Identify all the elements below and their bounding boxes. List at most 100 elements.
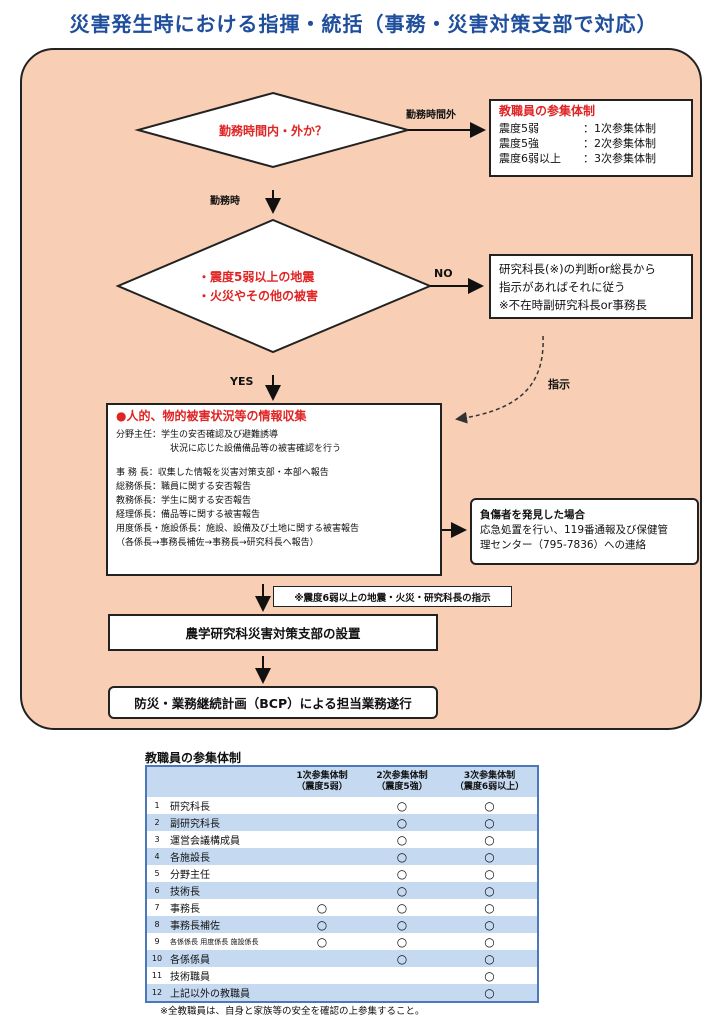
setup-box: 農学研究科災害対策支部の設置	[108, 614, 438, 651]
table-row-level1	[282, 967, 362, 984]
table-row-level3: ○	[484, 900, 495, 915]
diamond-working-hours-text: 勤務時間内・外か？	[218, 124, 327, 138]
table-header-line: 2次参集体制	[376, 771, 428, 781]
table-row-name: 事務長	[170, 904, 200, 915]
diamond-damage-text: ・震度5弱以上の地震 ・火災やその他の被害	[198, 268, 358, 306]
table-row-level3: ○	[484, 934, 495, 949]
note-box: ※震度6弱以上の地震・火災・研究科長の指示	[273, 586, 512, 607]
table-header-cell: 3次参集体制（震度6弱以上）	[442, 767, 537, 797]
table-row-level2	[362, 967, 442, 984]
table-row-number: 7	[154, 903, 160, 912]
diamond-damage-line: ・震度5弱以上の地震	[198, 270, 315, 284]
table-row-level3: ○	[484, 866, 495, 881]
table-row-name: 運営会議構成員	[170, 836, 240, 847]
table-row-level2: ○	[396, 832, 408, 847]
table-row-level2	[362, 984, 442, 1001]
table-row-name: 各施設長	[167, 848, 282, 865]
table-row-number: 8	[147, 916, 167, 933]
judgment-line: ※不在時副研究科長or事務長	[499, 298, 647, 312]
table-row-number: 10	[147, 950, 167, 967]
label-instruction: 指示	[548, 378, 570, 391]
info-line: 事 務 長：収集した情報を災害対策支部・本部へ報告	[116, 468, 329, 478]
injured-heading: 負傷者を発見した場合	[480, 509, 585, 521]
table-row-number: 2	[147, 814, 167, 831]
attendance-table: 1次参集体制（震度5弱） 2次参集体制（震度5強） 3次参集体制（震度6弱以上）…	[147, 767, 537, 1001]
staff-system: ：3次参集体制	[583, 152, 656, 165]
table-row-number: 12	[147, 984, 167, 1001]
staff-system: ：1次参集体制	[583, 122, 656, 135]
table-header-line: （震度6弱以上）	[454, 782, 525, 792]
table-row-level3: ○	[442, 984, 537, 1001]
table-row-name: 各係係長 用度係長 施設係長	[170, 937, 259, 946]
table-header-line: （震度5弱）	[296, 782, 348, 792]
judgment-line: 研究科長(※)の判断or総長から	[499, 262, 656, 276]
label-during-hours: 勤務時	[210, 196, 240, 207]
diamond-working-hours	[134, 91, 412, 169]
info-line: 教務係長：学生に関する安否報告	[116, 496, 252, 506]
table-row-level3: ○	[484, 968, 495, 983]
info-line: 分野主任：学生の安否確認及び避難誘導	[116, 430, 279, 440]
page-title: 災害発生時における指揮・統括（事務・災害対策支部で対応）	[69, 12, 658, 36]
diamond-damage-line: ・火災やその他の被害	[198, 289, 319, 303]
staff-level: 震度5強	[499, 137, 539, 150]
table-header-cell: 1次参集体制（震度5弱）	[282, 767, 362, 797]
table-row-level1	[282, 848, 362, 865]
table-row-level2: ○	[362, 950, 442, 967]
table-row-name: 副研究科長	[167, 814, 282, 831]
injured-line: 理センター（795-7836）への連絡	[480, 539, 647, 551]
staff-attendance-row: 震度6弱以上 ：3次参集体制	[499, 151, 683, 166]
judgment-box: 研究科長(※)の判断or総長から 指示があればそれに従う ※不在時副研究科長or…	[489, 254, 693, 319]
table-header-line: 3次参集体制	[463, 771, 516, 781]
table-row-level2: ○	[396, 934, 408, 949]
staff-level: 震度6弱以上	[499, 152, 561, 165]
diamond-damage-check	[115, 218, 433, 354]
staff-system: ：2次参集体制	[583, 137, 656, 150]
table-row-level1: ○	[282, 916, 362, 933]
judgment-line: 指示があればそれに従う	[499, 280, 626, 294]
table-row-level2: ○	[396, 798, 408, 813]
table-row-number: 4	[147, 848, 167, 865]
info-line: 総務係長：職員に関する安否報告	[116, 482, 252, 492]
table-row-level1: ○	[316, 934, 328, 949]
table-row-name: 分野主任	[170, 870, 210, 881]
table-row-level1	[282, 950, 362, 967]
info-line: 経理係長：備品等に関する被害報告	[116, 510, 261, 520]
table-header-cell: 2次参集体制（震度5強）	[362, 767, 442, 797]
label-outside-hours: 勤務時間外	[406, 110, 456, 121]
info-line: （各係長→事務長補佐→事務長→研究科長へ報告）	[116, 538, 319, 548]
table-row-level3: ○	[442, 814, 537, 831]
table-row-number: 9	[154, 937, 160, 946]
table-row-level1	[282, 831, 362, 848]
injured-line: 応急処置を行い、119番通報及び保健管	[480, 524, 669, 536]
flow-connectors	[115, 91, 544, 684]
table-row-level1	[282, 797, 362, 814]
table-row-number: 6	[147, 882, 167, 899]
table-row-level2: ○	[396, 866, 408, 881]
table-row-level3: ○	[442, 848, 537, 865]
injured-box: 負傷者を発見した場合 応急処置を行い、119番通報及び保健管 理センター（795…	[470, 498, 699, 565]
label-yes: YES	[230, 375, 254, 388]
info-line: 用度係長・施設係長：施設、設備及び土地に関する被害報告	[116, 524, 360, 534]
table-row-level2: ○	[396, 900, 408, 915]
label-no: NO	[434, 267, 453, 280]
table-row-level3: ○	[442, 950, 537, 967]
table-title: 教職員の参集体制	[145, 751, 242, 765]
table-row-level1	[282, 882, 362, 899]
table-row: 9 各係係長 用度係長 施設係長 ○ ○ ○	[147, 933, 537, 950]
table-row-level1	[282, 814, 362, 831]
attendance-table-frame: 1次参集体制（震度5弱） 2次参集体制（震度5強） 3次参集体制（震度6弱以上）…	[145, 765, 539, 1003]
table-row-level2: ○	[362, 814, 442, 831]
table-row-name: 研究科長	[170, 802, 210, 813]
table-row-level1: ○	[316, 900, 328, 915]
table-row-number: 3	[154, 835, 160, 844]
table-row-name: 事務長補佐	[167, 916, 282, 933]
table-row: 7 事務長 ○ ○ ○	[147, 899, 537, 916]
table-row-level3: ○	[484, 832, 495, 847]
